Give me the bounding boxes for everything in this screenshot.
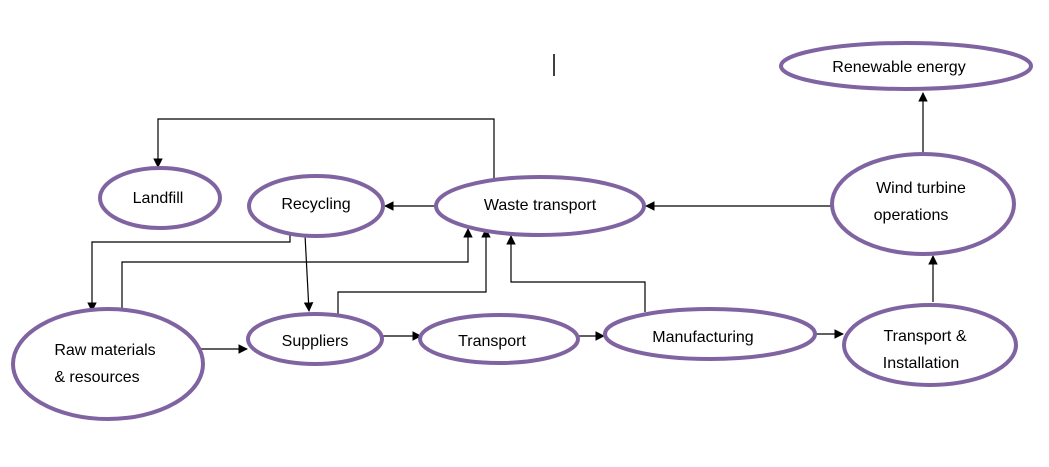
node-waste-transport-label: Waste transport (484, 197, 597, 214)
edge-suppliers-to-waste (337, 228, 491, 314)
node-landfill: Landfill (98, 166, 222, 230)
node-transport-installation-label-line2: Installation (883, 355, 960, 372)
node-transport-installation-label-line1: Transport & (884, 328, 967, 345)
node-manufacturing-shape (603, 307, 817, 361)
node-waste-transport: Waste transport (434, 175, 646, 237)
node-renewable-energy-label: Renewable energy (832, 59, 965, 76)
node-suppliers-label: Suppliers (282, 333, 349, 350)
node-recycling-label: Recycling (281, 196, 350, 213)
node-raw-materials-label-line1: Raw materials (54, 342, 155, 359)
node-landfill-shape (98, 166, 222, 230)
node-wind-turbine-operations-label-line2: operations (874, 207, 949, 224)
node-suppliers-shape (246, 312, 384, 366)
node-wind-turbine-operations: Wind turbine operations (830, 152, 1016, 256)
node-landfill-label: Landfill (133, 190, 184, 207)
node-wind-turbine-operations-shape (830, 152, 1016, 256)
node-transport-shape (418, 313, 580, 365)
node-transport: Transport (418, 313, 580, 365)
node-raw-materials-shape (11, 307, 205, 421)
edges (87, 92, 938, 354)
node-raw-materials-label-line2: & resources (54, 369, 139, 386)
node-transport-label: Transport (458, 333, 526, 350)
node-wind-turbine-operations-label-line1: Wind turbine (876, 180, 966, 197)
node-transport-installation-shape (842, 303, 1018, 387)
node-recycling-shape (247, 174, 385, 238)
node-renewable-energy: Renewable energy (779, 41, 1033, 91)
node-manufacturing: Manufacturing (603, 307, 817, 361)
edge-recycling-to-suppliers (303, 234, 314, 312)
node-waste-transport-shape (434, 175, 646, 237)
node-manufacturing-label: Manufacturing (652, 329, 753, 346)
node-renewable-energy-shape (779, 41, 1033, 91)
edge-recycling-to-raw (87, 235, 291, 312)
node-transport-installation: Transport & Installation (842, 303, 1018, 387)
edge-raw-to-waste (121, 228, 473, 312)
edge-manufacturing-to-waste (506, 235, 646, 312)
edge-waste-to-landfill (153, 118, 495, 179)
node-raw-materials: Raw materials & resources (11, 307, 205, 421)
node-suppliers: Suppliers (246, 312, 384, 366)
node-recycling: Recycling (247, 174, 385, 238)
